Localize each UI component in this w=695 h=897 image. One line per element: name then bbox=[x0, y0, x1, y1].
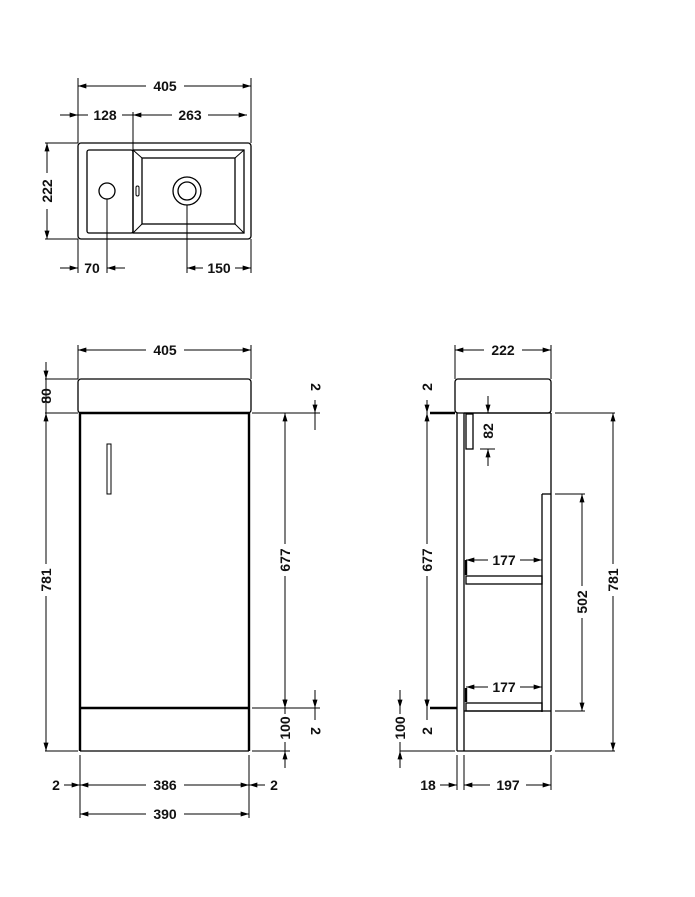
lower-shelf bbox=[465, 702, 543, 712]
tap-deck bbox=[86, 149, 134, 234]
dim-side-upper-shelf-depth: 177 bbox=[492, 552, 516, 568]
dim-side-gap-bottom: 2 bbox=[419, 727, 435, 735]
dim-top-left-section: 128 bbox=[93, 107, 117, 123]
basin-side bbox=[454, 378, 552, 414]
dim-front-basin-height: 80 bbox=[38, 388, 54, 404]
dim-side-gap-top: 2 bbox=[419, 383, 435, 391]
upper-shelf bbox=[465, 575, 543, 585]
basin-outline-top bbox=[77, 142, 252, 240]
dim-front-door-height: 677 bbox=[277, 548, 293, 572]
dim-top-depth: 222 bbox=[39, 179, 55, 203]
dim-top-bowl-section: 263 bbox=[178, 107, 202, 123]
door-handle bbox=[106, 443, 112, 495]
dim-front-carcass-width: 390 bbox=[153, 806, 177, 822]
dim-side-door-thickness: 18 bbox=[420, 777, 436, 793]
dim-front-overall-width: 405 bbox=[153, 342, 177, 358]
bowl-outer bbox=[132, 149, 245, 234]
dim-top-tap-offset: 70 bbox=[84, 260, 100, 276]
dim-side-handle-length: 82 bbox=[480, 423, 496, 439]
waste-inner-icon bbox=[177, 181, 197, 201]
dim-side-carcass-depth: 197 bbox=[496, 777, 520, 793]
dim-top-overall-width: 405 bbox=[153, 78, 177, 94]
door-handle-side bbox=[465, 413, 474, 450]
dim-side-shelf-span: 502 bbox=[574, 590, 590, 614]
top-view: 405 128 263 222 70 150 bbox=[39, 78, 252, 276]
dim-side-overall-depth: 222 bbox=[491, 342, 515, 358]
side-view: 222 2 82 677 177 177 502 781 bbox=[392, 342, 621, 793]
dim-side-plinth-height: 100 bbox=[392, 716, 408, 740]
tap-hole-icon bbox=[98, 182, 116, 200]
dim-front-gap-bottom: 2 bbox=[308, 727, 324, 735]
dim-front-side-gap-left: 2 bbox=[52, 777, 60, 793]
dim-front-door-width: 386 bbox=[153, 777, 177, 793]
bowl-inner bbox=[141, 157, 236, 225]
front-view: 405 80 781 677 2 100 2 2 386 2 bbox=[38, 342, 324, 822]
dim-front-side-gap-right: 2 bbox=[270, 777, 278, 793]
dim-side-lower-shelf-depth: 177 bbox=[492, 679, 516, 695]
overflow-slot-icon bbox=[135, 185, 140, 197]
dim-front-gap-top: 2 bbox=[308, 383, 324, 391]
dim-front-cabinet-height: 781 bbox=[38, 568, 54, 592]
waste-outer-icon bbox=[172, 176, 202, 206]
dim-side-cabinet-height: 781 bbox=[605, 568, 621, 592]
dim-side-door-height: 677 bbox=[419, 548, 435, 572]
basin-front bbox=[77, 378, 252, 414]
dim-front-plinth-height: 100 bbox=[277, 716, 293, 740]
dim-top-waste-offset: 150 bbox=[207, 260, 231, 276]
